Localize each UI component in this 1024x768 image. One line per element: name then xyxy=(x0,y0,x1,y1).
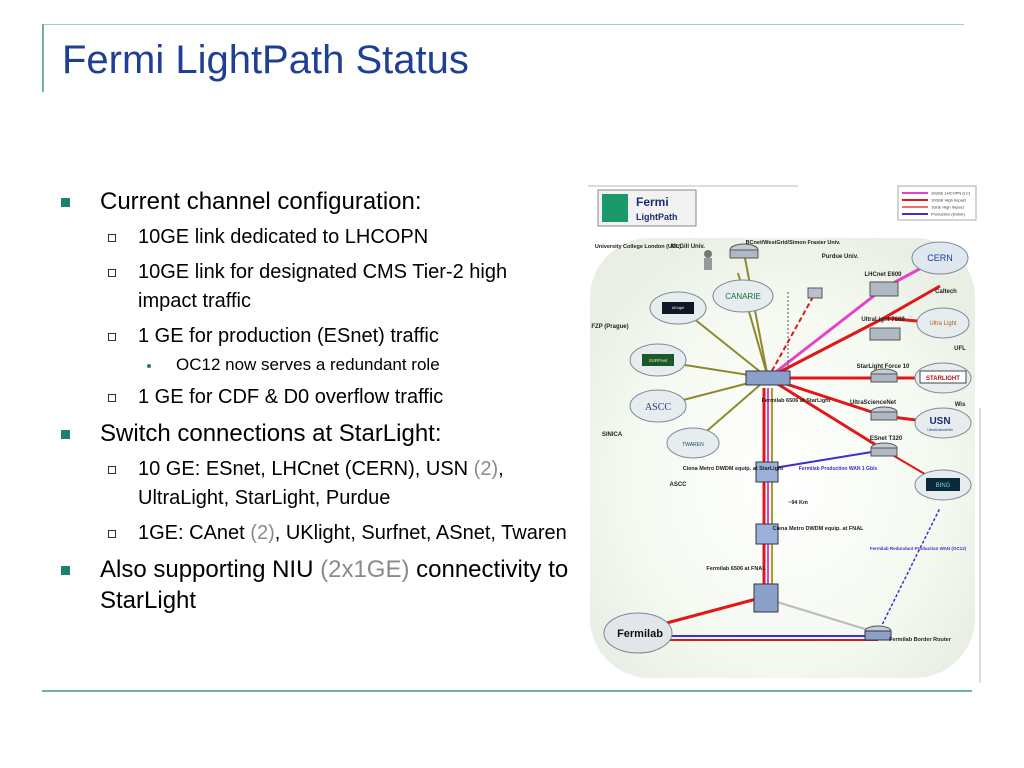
ultralight-cloud-icon: Ultra Light xyxy=(916,307,970,339)
fermilab-starlight-switch-icon xyxy=(745,370,791,386)
top-rule xyxy=(42,24,964,25)
force10-router-icon xyxy=(870,368,898,383)
svg-text:Production (ESnet): Production (ESnet) xyxy=(931,212,965,217)
svg-text:Fermilab Production WAN 1 Gb/s: Fermilab Production WAN 1 Gb/s xyxy=(799,466,878,472)
sub-bullet-1ge: 1GE: CAnet (2), UKlight, Surfnet, ASnet,… xyxy=(60,519,570,548)
svg-text:UltraScienceNet: UltraScienceNet xyxy=(850,400,896,406)
box-bullet-icon xyxy=(108,333,116,341)
esnet-router-icon xyxy=(870,442,898,457)
svg-text:1GbE High Impact: 1GbE High Impact xyxy=(931,205,965,210)
dot-bullet-icon xyxy=(147,364,151,368)
sub-bullet-cms: 10GE link for designated CMS Tier-2 high… xyxy=(60,258,570,316)
svg-text:USN: USN xyxy=(929,416,950,427)
bing-cloud-icon: BING xyxy=(914,469,972,501)
twaren-cloud-icon: TWAREN xyxy=(666,427,720,459)
svg-text:Fermilab: Fermilab xyxy=(617,628,663,640)
person-icon xyxy=(704,250,712,270)
fermilab-cloud-icon: Fermilab xyxy=(603,612,673,654)
svg-text:Fermilab 6506 at FNAL: Fermilab 6506 at FNAL xyxy=(706,566,766,572)
box-bullet-icon xyxy=(108,466,116,474)
svg-text:ASCC: ASCC xyxy=(645,402,671,413)
starlight-cloud-icon: STARLIGHT xyxy=(914,362,972,394)
diagram-labels: University College London (UCL) McGill U… xyxy=(591,240,966,643)
purdue-router-icon xyxy=(807,287,823,299)
svg-text:BCnet/WestGrid/Simon Frasier U: BCnet/WestGrid/Simon Frasier Univ. xyxy=(746,240,841,246)
cern-cloud-icon: CERN xyxy=(911,241,969,275)
ultralight-router-icon xyxy=(869,327,901,341)
legend: 10GbE LHCOPN (LC) 10GbE High Impact 1GbE… xyxy=(897,185,977,221)
svg-text:~94 Km: ~94 Km xyxy=(788,500,808,506)
bullet-switch-connections: Switch connections at StarLight: xyxy=(60,418,570,449)
svg-text:StarLight Force 10: StarLight Force 10 xyxy=(857,364,910,370)
usn-cloud-icon: USN UltraScienceNet xyxy=(914,407,972,439)
background-glow xyxy=(590,238,975,678)
lhcnet-router-icon xyxy=(869,281,899,297)
svg-text:SURFnet: SURFnet xyxy=(649,358,668,363)
ciena-starlight-icon xyxy=(755,461,779,483)
svg-text:University College London (UCL: University College London (UCL) xyxy=(595,244,681,250)
svg-text:FZP (Prague): FZP (Prague) xyxy=(591,324,628,330)
sub-sub-bullet-oc12: OC12 now serves a redundant role xyxy=(60,353,570,377)
svg-text:UFL: UFL xyxy=(954,346,966,352)
router-icon xyxy=(729,243,759,259)
sub-bullet-esnet: 1 GE for production (ESnet) traffic xyxy=(60,322,570,351)
sub-bullet-cdf: 1 GE for CDF & D0 overflow traffic xyxy=(60,383,570,412)
svg-text:LHCnet E600: LHCnet E600 xyxy=(864,272,902,278)
border-router-icon xyxy=(864,625,892,641)
svg-text:UltraScienceNet: UltraScienceNet xyxy=(927,428,952,432)
ascc-cloud-icon: ASCC xyxy=(629,389,687,423)
svg-text:CERN: CERN xyxy=(927,253,953,263)
svg-text:BING: BING xyxy=(936,483,951,489)
svg-text:ASCC: ASCC xyxy=(669,482,687,488)
svg-text:ESnet T320: ESnet T320 xyxy=(870,436,903,442)
svg-text:Fermi: Fermi xyxy=(636,195,669,209)
svg-text:Wis: Wis xyxy=(955,402,966,408)
canarie-cloud-icon: CANARIE xyxy=(712,279,774,313)
fermilab-fnal-switch-icon xyxy=(753,583,779,613)
fermi-lightpath-logo: Fermi LightPath xyxy=(597,189,697,227)
svg-text:Purdue Univ.: Purdue Univ. xyxy=(822,254,859,260)
svg-text:LightPath: LightPath xyxy=(636,212,678,222)
usnet-router-icon xyxy=(870,406,898,421)
svg-text:STARLIGHT: STARLIGHT xyxy=(926,376,960,382)
svg-text:CANARIE: CANARIE xyxy=(725,292,761,301)
box-bullet-icon xyxy=(108,394,116,402)
bullet-list: Current channel configuration: 10GE link… xyxy=(60,186,570,622)
sub-bullet-lhcopn: 10GE link dedicated to LHCOPN xyxy=(60,223,570,252)
bullet-niu: Also supporting NIU (2x1GE) connectivity… xyxy=(60,554,570,616)
svg-text:Fermilab 6506 at StarLight: Fermilab 6506 at StarLight xyxy=(762,398,831,404)
svg-text:Ultra Light: Ultra Light xyxy=(929,321,957,327)
svg-text:UKLight: UKLight xyxy=(672,306,684,310)
svg-text:TWAREN: TWAREN xyxy=(682,442,704,448)
svg-text:10GbE High Impact: 10GbE High Impact xyxy=(931,198,967,203)
title-accent-rule xyxy=(42,24,44,92)
svg-text:McGill Univ.: McGill Univ. xyxy=(671,244,705,250)
ciena-fnal-icon xyxy=(755,523,779,545)
square-bullet-icon xyxy=(61,430,70,439)
square-bullet-icon xyxy=(61,198,70,207)
svg-text:UltraLight 7609: UltraLight 7609 xyxy=(861,317,905,323)
svg-text:Ciena Metro DWDM equip. at Sta: Ciena Metro DWDM equip. at StarLight xyxy=(683,466,784,472)
box-bullet-icon xyxy=(108,530,116,538)
box-bullet-icon xyxy=(108,234,116,242)
svg-text:Caltech: Caltech xyxy=(935,289,957,295)
ukl-cloud-icon: UKLight xyxy=(649,291,707,325)
box-bullet-icon xyxy=(108,269,116,277)
bottom-rule xyxy=(42,690,972,692)
svg-text:10GbE LHCOPN (LC): 10GbE LHCOPN (LC) xyxy=(931,191,971,196)
square-bullet-icon xyxy=(61,566,70,575)
svg-text:Fermilab Redundant Production: Fermilab Redundant Production WAN (OC12) xyxy=(870,546,967,551)
bullet-current-config: Current channel configuration: xyxy=(60,186,570,217)
surfnet-cloud-icon: SURFnet xyxy=(629,343,687,377)
slide-title: Fermi LightPath Status xyxy=(62,38,469,82)
network-diagram: Fermi LightPath 10GbE LHCOPN (LC) 10GbE … xyxy=(588,185,981,683)
svg-text:Fermilab Border Router: Fermilab Border Router xyxy=(889,637,952,643)
sub-bullet-10ge: 10 GE: ESnet, LHCnet (CERN), USN (2), Ul… xyxy=(60,455,570,513)
svg-text:Ciena Metro DWDM equip. at FNA: Ciena Metro DWDM equip. at FNAL xyxy=(772,526,864,532)
svg-text:SINICA: SINICA xyxy=(602,432,623,438)
